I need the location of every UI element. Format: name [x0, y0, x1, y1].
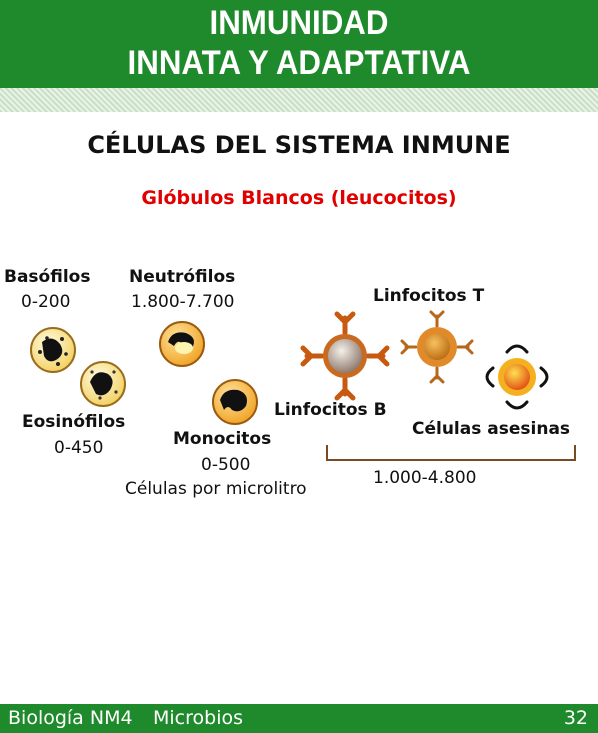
section-title: CÉLULAS DEL SISTEMA INMUNE: [87, 131, 511, 159]
monocyte-label: Monocitos: [173, 429, 272, 449]
footer-course: Biología NM4: [8, 707, 133, 729]
lymphocyte-range: 1.000-4.800: [373, 468, 477, 488]
b-lymphocyte-cell: [300, 311, 390, 401]
page-number: 32: [563, 707, 588, 729]
neutrophil-range: 1.800-7.700: [131, 292, 235, 312]
monocyte-range: 0-500: [201, 455, 251, 475]
eosinophil-label: Eosinófilos: [22, 412, 126, 432]
neutrophil-cell: [159, 321, 205, 367]
t-lymphocyte-label: Linfocitos T: [373, 286, 485, 306]
header-pattern-stripe: [0, 88, 598, 112]
footer-bar: Biología NM4 Microbios 32: [0, 704, 598, 733]
monocyte-cell: [212, 379, 258, 425]
header-banner: INMUNIDAD INNATA Y ADAPTATIVA: [0, 0, 598, 88]
nk-cell: [485, 344, 549, 410]
basophil-label: Basófilos: [4, 267, 91, 287]
basophil-range: 0-200: [21, 292, 71, 312]
lymphocyte-bracket: [326, 445, 576, 461]
footer-topic: Microbios: [153, 707, 243, 729]
eosinophil-cell: [80, 361, 126, 407]
unit-note: Células por microlitro: [125, 479, 307, 499]
eosinophil-range: 0-450: [54, 438, 104, 458]
b-lymphocyte-label: Linfocitos B: [274, 400, 387, 420]
t-lymphocyte-cell: [400, 310, 474, 384]
title-line-2: INNATA Y ADAPTATIVA: [127, 44, 471, 82]
nk-cell-label: Células asesinas: [412, 419, 571, 439]
subtitle: Glóbulos Blancos (leucocitos): [141, 187, 457, 209]
title-line-1: INMUNIDAD: [209, 4, 389, 42]
basophil-cell: [30, 327, 76, 373]
neutrophil-label: Neutrófilos: [129, 267, 236, 287]
